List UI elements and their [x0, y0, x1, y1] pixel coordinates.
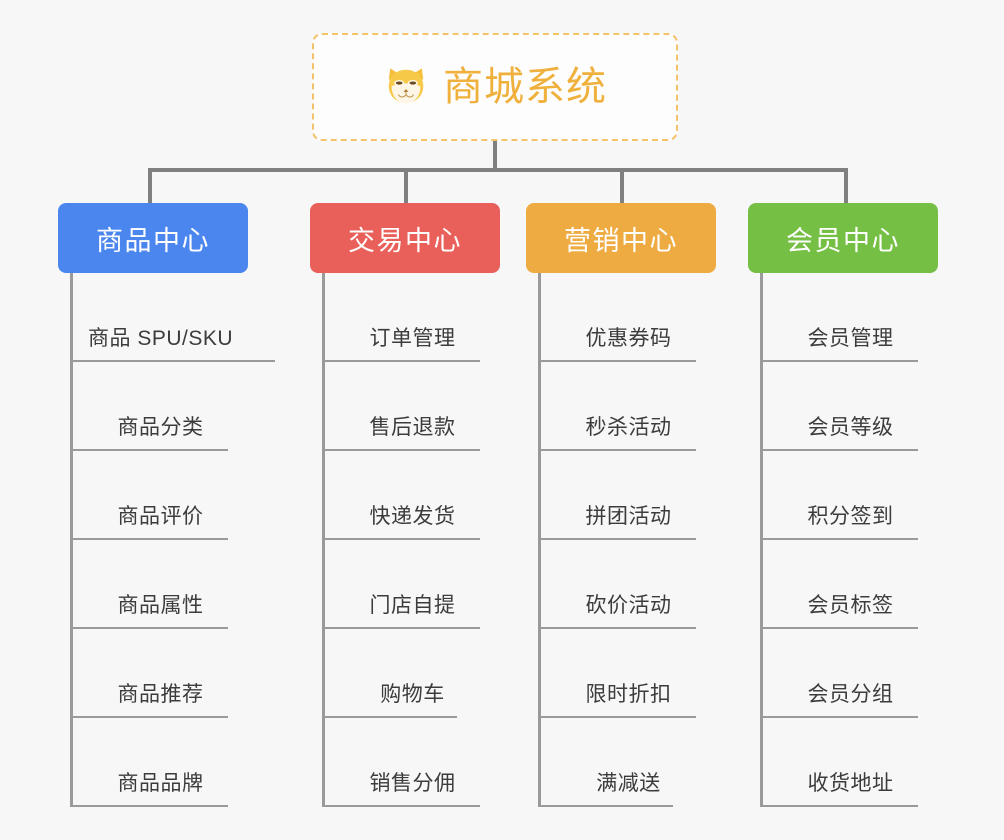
leaf-item[interactable]: 会员标签: [763, 540, 938, 629]
leaf-label: 限时折扣: [585, 683, 672, 706]
leaf-label: 会员标签: [807, 594, 894, 617]
leaf-column-product-center: 商品 SPU/SKU 商品分类 商品评价 商品属性 商品推荐 商品品牌: [70, 273, 275, 807]
leaf-label: 满减送: [596, 772, 661, 795]
leaf-item[interactable]: 限时折扣: [541, 629, 716, 718]
leaf-item[interactable]: 销售分佣: [325, 718, 500, 807]
leaf-item[interactable]: 商品 SPU/SKU: [73, 273, 275, 362]
branch-drop-connector-2: [404, 168, 408, 204]
leaf-item[interactable]: 收货地址: [763, 718, 938, 807]
leaf-item[interactable]: 秒杀活动: [541, 362, 716, 451]
leaf-label: 商品分类: [117, 416, 204, 439]
leaf-underline: [73, 360, 275, 362]
category-box-member-center[interactable]: 会员中心: [748, 203, 938, 273]
branch-drop-connector-4: [844, 168, 848, 204]
category-label: 营销中心: [564, 225, 678, 256]
root-title-label: 商城系统: [443, 65, 607, 109]
leaf-label: 收货地址: [807, 772, 894, 795]
leaf-underline: [73, 805, 228, 807]
leaf-underline: [541, 627, 696, 629]
leaf-underline: [763, 449, 918, 451]
category-label: 商品中心: [96, 225, 210, 256]
leaf-underline: [763, 627, 918, 629]
leaf-label: 订单管理: [369, 327, 456, 350]
leaf-label: 购物车: [380, 683, 445, 706]
leaf-label: 商品品牌: [117, 772, 204, 795]
leaf-column-member-center: 会员管理 会员等级 积分签到 会员标签 会员分组 收货地址: [760, 273, 938, 807]
leaf-underline: [763, 716, 918, 718]
leaf-item[interactable]: 门店自提: [325, 540, 500, 629]
branch-product-center: 商品中心 商品 SPU/SKU 商品分类 商品评价 商品属性 商品推荐: [58, 203, 275, 807]
leaf-label: 砍价活动: [585, 594, 672, 617]
leaf-label: 售后退款: [369, 416, 456, 439]
shiba-dog-face-icon: [388, 68, 424, 104]
leaf-item[interactable]: 售后退款: [325, 362, 500, 451]
leaf-item[interactable]: 会员分组: [763, 629, 938, 718]
leaf-item[interactable]: 商品属性: [73, 540, 248, 629]
category-label: 会员中心: [786, 225, 900, 256]
leaf-underline: [325, 538, 480, 540]
branch-member-center: 会员中心 会员管理 会员等级 积分签到 会员标签 会员分组: [748, 203, 938, 807]
leaf-item[interactable]: 会员等级: [763, 362, 938, 451]
leaf-item[interactable]: 积分签到: [763, 451, 938, 540]
leaf-label: 销售分佣: [369, 772, 456, 795]
branch-marketing-center: 营销中心 优惠券码 秒杀活动 拼团活动 砍价活动 限时折扣: [526, 203, 716, 807]
leaf-label: 优惠券码: [585, 327, 672, 350]
category-box-marketing-center[interactable]: 营销中心: [526, 203, 716, 273]
leaf-underline: [541, 538, 696, 540]
root-stem-connector: [493, 141, 497, 171]
leaf-label: 会员分组: [807, 683, 894, 706]
leaf-underline: [73, 538, 228, 540]
leaf-underline: [541, 716, 696, 718]
leaf-item[interactable]: 商品品牌: [73, 718, 248, 807]
leaf-label: 商品评价: [117, 505, 204, 528]
leaf-item[interactable]: 订单管理: [325, 273, 500, 362]
leaf-underline: [325, 716, 457, 718]
leaf-underline: [541, 805, 673, 807]
leaf-label: 商品 SPU/SKU: [87, 327, 234, 350]
leaf-underline: [325, 627, 480, 629]
horizontal-bus-connector: [148, 168, 848, 172]
leaf-column-marketing-center: 优惠券码 秒杀活动 拼团活动 砍价活动 限时折扣 满减送: [538, 273, 716, 807]
branch-drop-connector-1: [148, 168, 152, 204]
leaf-underline: [73, 449, 228, 451]
leaf-item[interactable]: 购物车: [325, 629, 500, 718]
leaf-column-trade-center: 订单管理 售后退款 快递发货 门店自提 购物车 销售分佣: [322, 273, 500, 807]
leaf-underline: [541, 449, 696, 451]
leaf-label: 秒杀活动: [585, 416, 672, 439]
leaf-label: 拼团活动: [585, 505, 672, 528]
leaf-underline: [73, 627, 228, 629]
branch-drop-connector-3: [620, 168, 624, 204]
leaf-item[interactable]: 满减送: [541, 718, 716, 807]
leaf-label: 快递发货: [369, 505, 456, 528]
leaf-underline: [325, 449, 480, 451]
leaf-item[interactable]: 砍价活动: [541, 540, 716, 629]
leaf-item[interactable]: 会员管理: [763, 273, 938, 362]
category-box-trade-center[interactable]: 交易中心: [310, 203, 500, 273]
leaf-item[interactable]: 优惠券码: [541, 273, 716, 362]
leaf-underline: [73, 716, 228, 718]
leaf-item[interactable]: 商品评价: [73, 451, 248, 540]
leaf-item[interactable]: 商品推荐: [73, 629, 248, 718]
leaf-item[interactable]: 商品分类: [73, 362, 248, 451]
leaf-underline: [325, 805, 480, 807]
leaf-underline: [541, 360, 696, 362]
leaf-label: 积分签到: [807, 505, 894, 528]
leaf-underline: [325, 360, 480, 362]
root-node[interactable]: 商城系统: [312, 33, 678, 141]
leaf-item[interactable]: 拼团活动: [541, 451, 716, 540]
leaf-underline: [763, 805, 918, 807]
leaf-label: 会员管理: [807, 327, 894, 350]
leaf-label: 商品属性: [117, 594, 204, 617]
leaf-underline: [763, 538, 918, 540]
leaf-underline: [763, 360, 918, 362]
category-label: 交易中心: [348, 225, 462, 256]
leaf-label: 会员等级: [807, 416, 894, 439]
branch-trade-center: 交易中心 订单管理 售后退款 快递发货 门店自提 购物车: [310, 203, 500, 807]
leaf-item[interactable]: 快递发货: [325, 451, 500, 540]
category-box-product-center[interactable]: 商品中心: [58, 203, 248, 273]
leaf-label: 商品推荐: [117, 683, 204, 706]
leaf-label: 门店自提: [369, 594, 456, 617]
